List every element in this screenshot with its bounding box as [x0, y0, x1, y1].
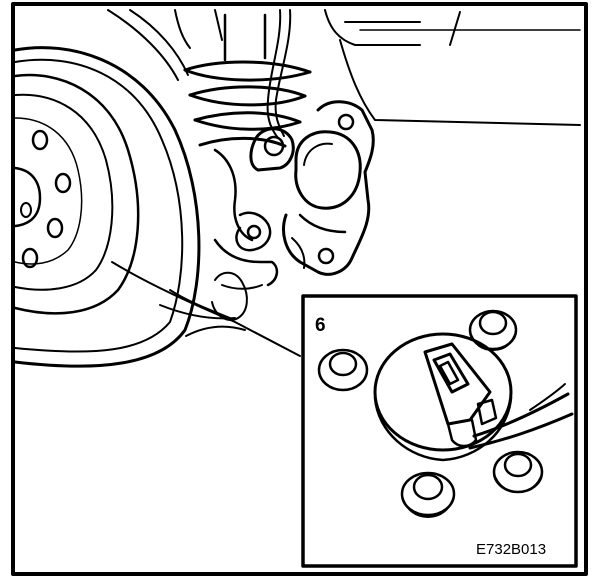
callout-number: 6	[315, 315, 326, 336]
wheel-arch	[107, 9, 581, 126]
wheel-stud	[468, 309, 518, 351]
lug-hole	[31, 129, 49, 151]
detail-frame	[301, 294, 578, 568]
wheel-stud	[317, 348, 369, 392]
steering-knuckle	[213, 127, 295, 290]
leader-line	[111, 261, 301, 357]
sensor-cable	[468, 383, 574, 450]
abs-sensor-connector	[423, 342, 498, 448]
brake-caliper	[282, 100, 375, 276]
wheel-stud	[492, 450, 544, 494]
lug-hole	[54, 172, 72, 194]
figure-code: E732B013	[476, 541, 546, 558]
main-scene	[13, 9, 581, 368]
lug-hole	[21, 247, 39, 269]
detail-inset: 6 E732B013	[301, 294, 578, 568]
coil-spring	[183, 13, 312, 148]
lower-arm	[159, 271, 248, 337]
lug-hole	[20, 202, 32, 218]
outer-border	[11, 2, 588, 576]
wheel-stud	[400, 471, 456, 518]
leader-line	[169, 289, 231, 319]
lug-hole	[46, 217, 64, 239]
brake-disc	[13, 46, 201, 368]
sensor-wire	[266, 9, 282, 139]
hub-assembly	[373, 332, 513, 462]
sensor-wire	[274, 9, 292, 137]
